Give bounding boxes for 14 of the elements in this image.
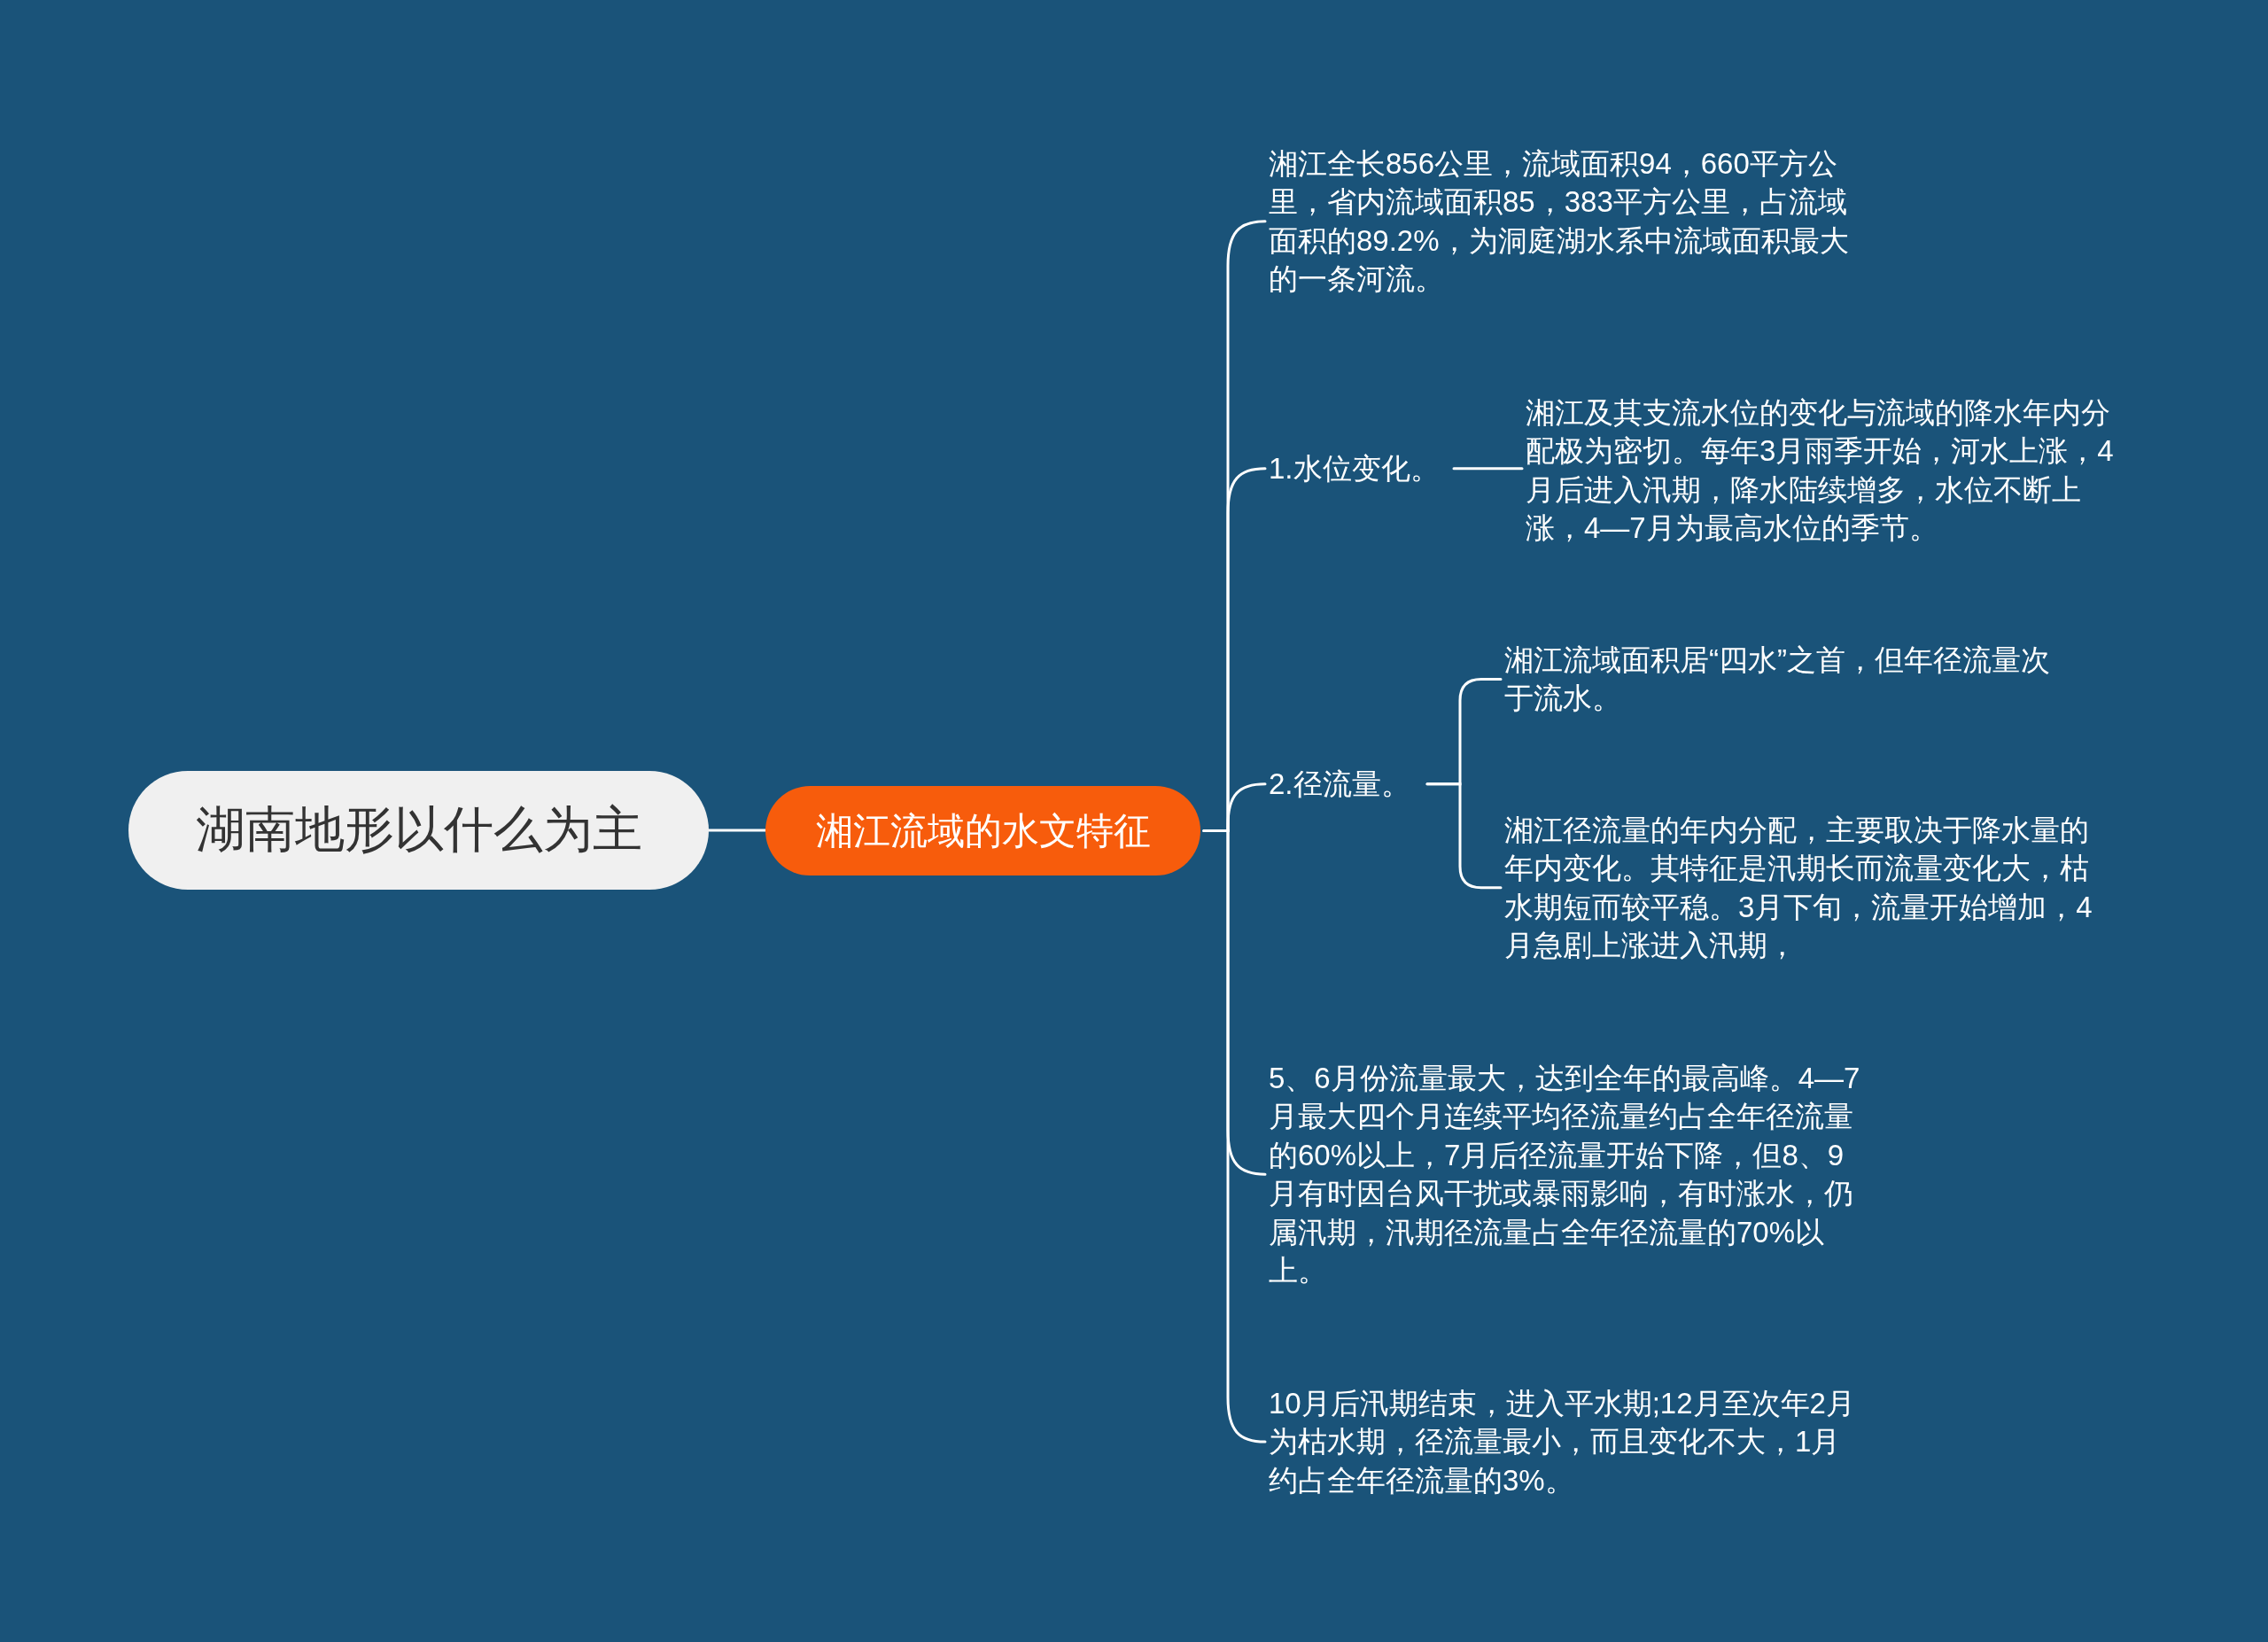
note-text: 10月后汛期结束，进入平水期;12月至次年2月为枯水期，径流量最小，而且变化不大，1月约占全年径流量的3%。 bbox=[1269, 1384, 1864, 1500]
note-text: 湘江流域面积居“四水”之首，但年径流量次于流水。 bbox=[1504, 641, 2071, 718]
note-text: 湘江径流量的年内分配，主要取决于降水量的年内变化。其特征是汛期长而流量变化大，枯水期短而较平稳。3月下旬，流量开始增加，4月急剧上涨进入汛期， bbox=[1504, 811, 2107, 965]
connector-line bbox=[1202, 829, 1267, 1444]
main-branch-topic: 湘江流域的水文特征 bbox=[765, 786, 1200, 875]
note-text: 湘江全长856公里，流域面积94，660平方公里，省内流域面积85，383平方公里，占流域面积的89.2%，为洞庭湖水系中流域面积最大的一条河流。 bbox=[1269, 144, 1864, 299]
note-text: 5、6月份流量最大，达到全年的最高峰。4—7月最大四个月连续平均径流量约占全年径流量的60%以上，7月后径流量开始下降，但8、9月有时因台风干扰或暴雨影响，有时涨水，仍属汛期，汛期径流量占全年径流量的70%以上。 bbox=[1269, 1059, 1864, 1290]
connector-line bbox=[707, 829, 767, 832]
bracket-connector bbox=[1425, 782, 1503, 890]
connector-line bbox=[1452, 467, 1524, 471]
branch-heading: 1.水位变化。 bbox=[1269, 449, 1450, 488]
branch-heading: 2.径流量。 bbox=[1269, 765, 1424, 804]
note-text: 湘江及其支流水位的变化与流域的降水年内分配极为密切。每年3月雨季开始，河水上涨，4月后进入汛期，降水陆续增多，水位不断上涨，4—7月为最高水位的季节。 bbox=[1526, 393, 2128, 548]
central-topic: 湖南地形以什么为主 bbox=[128, 771, 709, 890]
